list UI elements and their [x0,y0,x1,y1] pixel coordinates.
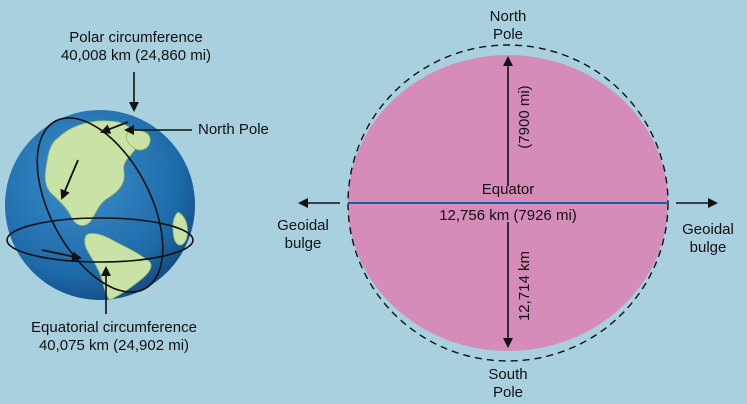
north-pole-top-label: North Pole [468,8,548,44]
polar-circumference-label: Polar circumference 40,008 km (24,860 mi… [28,29,244,65]
equatorial-circumference-title: Equatorial circumference [31,319,197,336]
equatorial-circumference-label: Equatorial circumference 40,075 km (24,9… [0,319,228,355]
geoidal-left-line1: Geoidal [277,217,329,234]
equator-label: Equator [481,181,535,198]
polar-diameter-mi-label: (7900 mi) [516,85,533,149]
globe-illustration [5,72,195,314]
polar-circumference-title: Polar circumference [69,29,203,46]
equatorial-diameter-label: 12,756 km (7926 mi) [439,207,577,224]
north-pole-label: North Pole [198,121,269,138]
geoidal-bulge-left-label: Geoidal bulge [268,217,338,253]
geoid-cross-section [298,44,718,362]
polar-circumference-value: 40,008 km (24,860 mi) [60,47,212,64]
geoidal-right-line1: Geoidal [682,221,734,238]
north-pole-line2: Pole [492,26,524,43]
geoidal-right-line2: bulge [689,239,727,256]
south-pole-line1: South [488,366,528,383]
greenland-land [126,130,151,151]
equatorial-circumference-value: 40,075 km (24,902 mi) [38,337,190,354]
equatorial-ring-arrow [41,249,82,262]
south-pole-line2: Pole [492,384,524,401]
polar-circumference-ring [36,117,164,293]
north-pole-line1: North [489,8,527,25]
south-pole-label: South Pole [468,366,548,402]
geoidal-bulge-right-label: Geoidal bulge [672,221,744,257]
polar-diameter-km-label: 12,714 km [516,250,533,322]
south-america-land [84,233,152,301]
polar-ring-arrow [100,121,129,134]
equatorial-circumference-ring [6,217,194,263]
polar-ring-arrow-2 [60,159,79,200]
geoidal-left-line2: bulge [284,235,322,252]
